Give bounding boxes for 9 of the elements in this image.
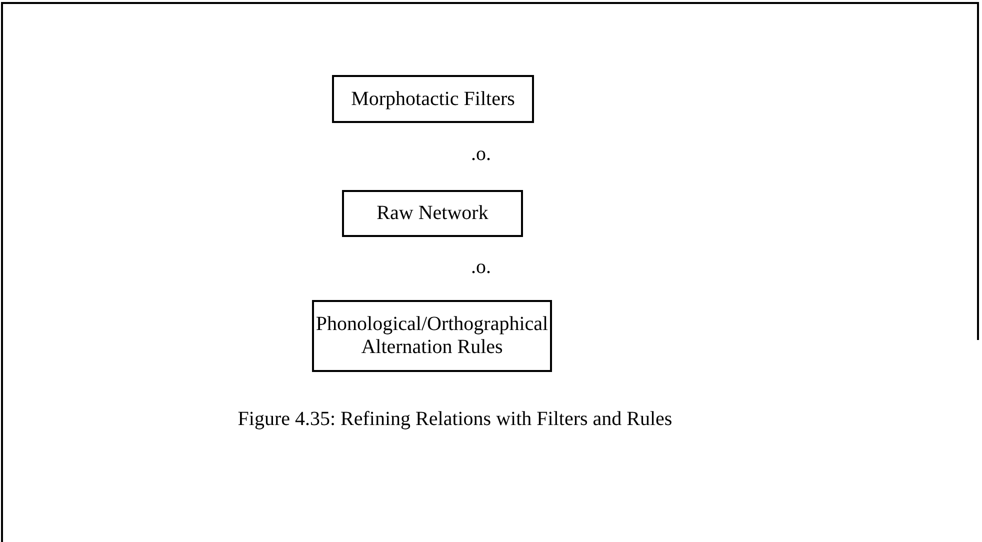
box-label: Morphotactic Filters	[350, 88, 516, 110]
box-label: Phonological/Orthographical Alternation Rules	[314, 313, 550, 359]
composition-operator: .o.	[471, 143, 491, 166]
figure-caption: Figure 4.35: Refining Relations with Filters and Rules	[236, 408, 674, 431]
process-box	[332, 75, 534, 123]
box-label: Raw Network	[376, 202, 490, 225]
process-box	[312, 300, 552, 372]
process-box	[342, 190, 523, 237]
composition-operator: .o.	[471, 256, 491, 279]
